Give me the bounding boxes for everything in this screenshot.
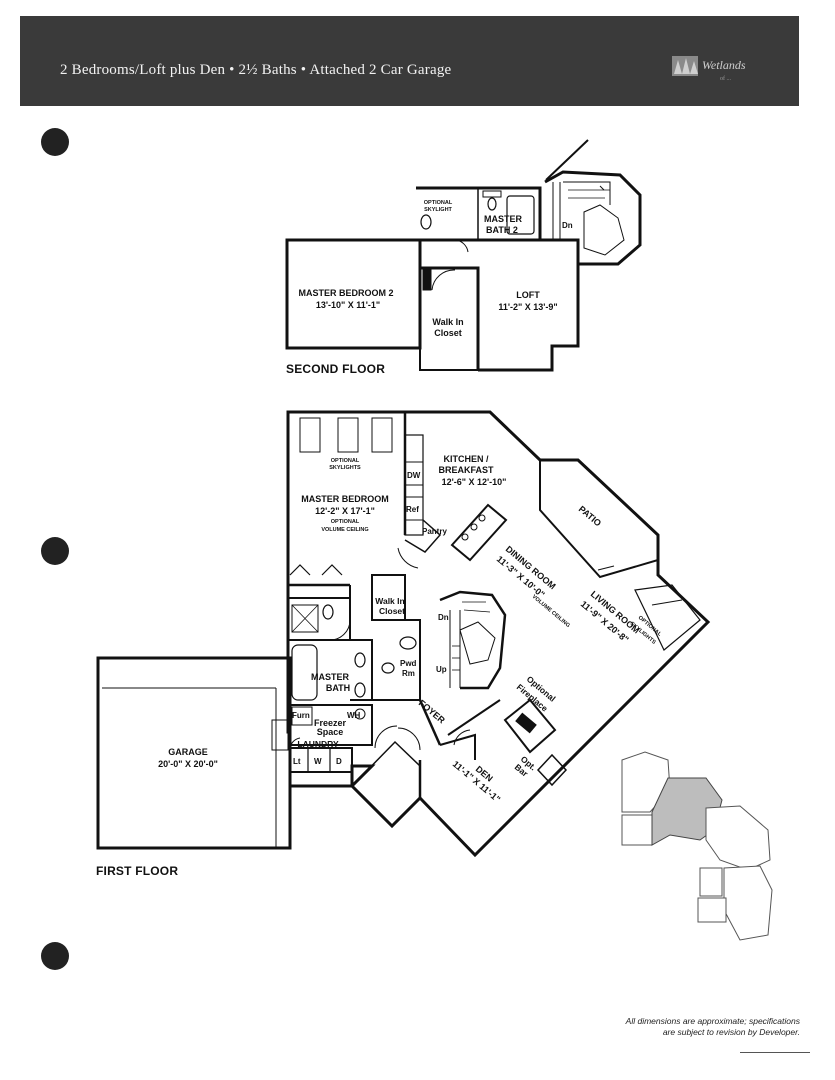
freezer-space-label-line2: Space — [317, 727, 344, 737]
room-name-master-bath-2: MASTER — [484, 214, 523, 224]
freezer-space-label: Freezer — [314, 718, 347, 728]
disclaimer-line-1: All dimensions are approximate; specific… — [625, 1016, 800, 1026]
dw-label: DW — [407, 471, 421, 480]
pwd-rm-label-line2: Rm — [402, 669, 415, 678]
room-name-kitchen: KITCHEN / — [444, 454, 489, 464]
binder-hole — [41, 537, 69, 565]
binder-hole — [41, 942, 69, 970]
stair-dn-label-2: Dn — [562, 221, 573, 230]
header-banner: 2 Bedrooms/Loft plus Den • 2½ Baths • At… — [20, 16, 799, 106]
furn-label: Furn — [292, 711, 310, 720]
lt-label: Lt — [293, 757, 301, 766]
room-dims-master-bedroom-2: 13'-10" X 11'-1" — [316, 300, 380, 310]
disclaimer-line-2: are subject to revision by Developer. — [662, 1027, 800, 1037]
ref-label: Ref — [406, 505, 419, 514]
room-name-foyer: FOYER — [417, 698, 448, 726]
footer-rule — [740, 1052, 810, 1053]
wh-label: WH — [347, 711, 361, 720]
room-name-garage: GARAGE — [168, 747, 208, 757]
room-name-walk-in-closet: Walk In — [375, 596, 404, 606]
room-name-master-bath-line2: BATH — [326, 683, 350, 693]
optional-skylights-label: OPTIONAL — [331, 458, 360, 464]
room-name-master-bedroom: MASTER BEDROOM — [301, 494, 389, 504]
room-name-laundry: LAUNDRY — [297, 739, 339, 749]
logo-subtext: of ... — [720, 76, 731, 82]
room-name-kitchen-line2: BREAKFAST — [438, 465, 494, 475]
room-name-walk-in-closet-2: Walk In — [432, 317, 463, 327]
first-floor-plan — [96, 410, 711, 858]
optional-skylight-label-line2: SKYLIGHT — [424, 207, 452, 213]
room-name-loft: LOFT — [516, 290, 540, 300]
washer-label: W — [314, 757, 322, 766]
room-name-master-bedroom-2: MASTER BEDROOM 2 — [298, 288, 393, 298]
room-name-walk-in-closet-line2: Closet — [379, 606, 405, 616]
plan-title: 2 Bedrooms/Loft plus Den • 2½ Baths • At… — [60, 62, 452, 78]
master-bedroom-note: OPTIONAL — [331, 519, 360, 525]
first-floor-label: FIRST FLOOR — [96, 864, 179, 878]
room-dims-master-bedroom: 12'-2" X 17'-1" — [315, 506, 375, 516]
dining-room-note: VOLUME CEILING — [531, 594, 571, 629]
room-dims-loft: 11'-2" X 13'-9" — [498, 302, 557, 312]
second-floor-label: SECOND FLOOR — [286, 362, 386, 376]
optional-skylights-label-line2: SKYLIGHTS — [329, 465, 361, 471]
room-name-patio: PATIO — [577, 504, 603, 528]
master-bedroom-note-line2: VOLUME CEILING — [321, 527, 368, 533]
dryer-label: D — [336, 757, 342, 766]
pantry-label: Pantry — [422, 527, 447, 536]
pwd-rm-label: Pwd — [400, 659, 417, 668]
room-dims-kitchen: 12'-6" X 12'-10" — [442, 477, 507, 487]
brand-logo: Wetlands of ... — [668, 50, 778, 90]
key-plan-thumbnail — [621, 751, 773, 941]
room-name-walk-in-closet-2-line2: Closet — [434, 328, 462, 338]
logo-text: Wetlands — [702, 58, 746, 72]
second-floor-labels: MASTER BEDROOM 2 13'-10" X 11'-1" LOFT 1… — [298, 200, 572, 338]
first-floor-labels: OPTIONAL SKYLIGHTS MASTER BEDROOM 12'-2"… — [158, 454, 663, 804]
binder-hole — [41, 128, 69, 156]
room-dims-garage: 20'-0" X 20'-0" — [158, 759, 218, 769]
second-floor-plan — [285, 139, 642, 372]
optional-skylight-label: OPTIONAL — [424, 200, 453, 206]
room-dims-den: 11'-1" X 11'-1" — [451, 759, 503, 804]
room-name-master-bath-2-line2: BATH 2 — [486, 225, 518, 235]
stair-up-label: Up — [436, 665, 447, 674]
disclaimer: All dimensions are approximate; specific… — [590, 1016, 800, 1038]
room-name-master-bath: MASTER — [311, 672, 350, 682]
tree-logo-icon — [672, 56, 698, 76]
stair-dn-label: Dn — [438, 613, 449, 622]
